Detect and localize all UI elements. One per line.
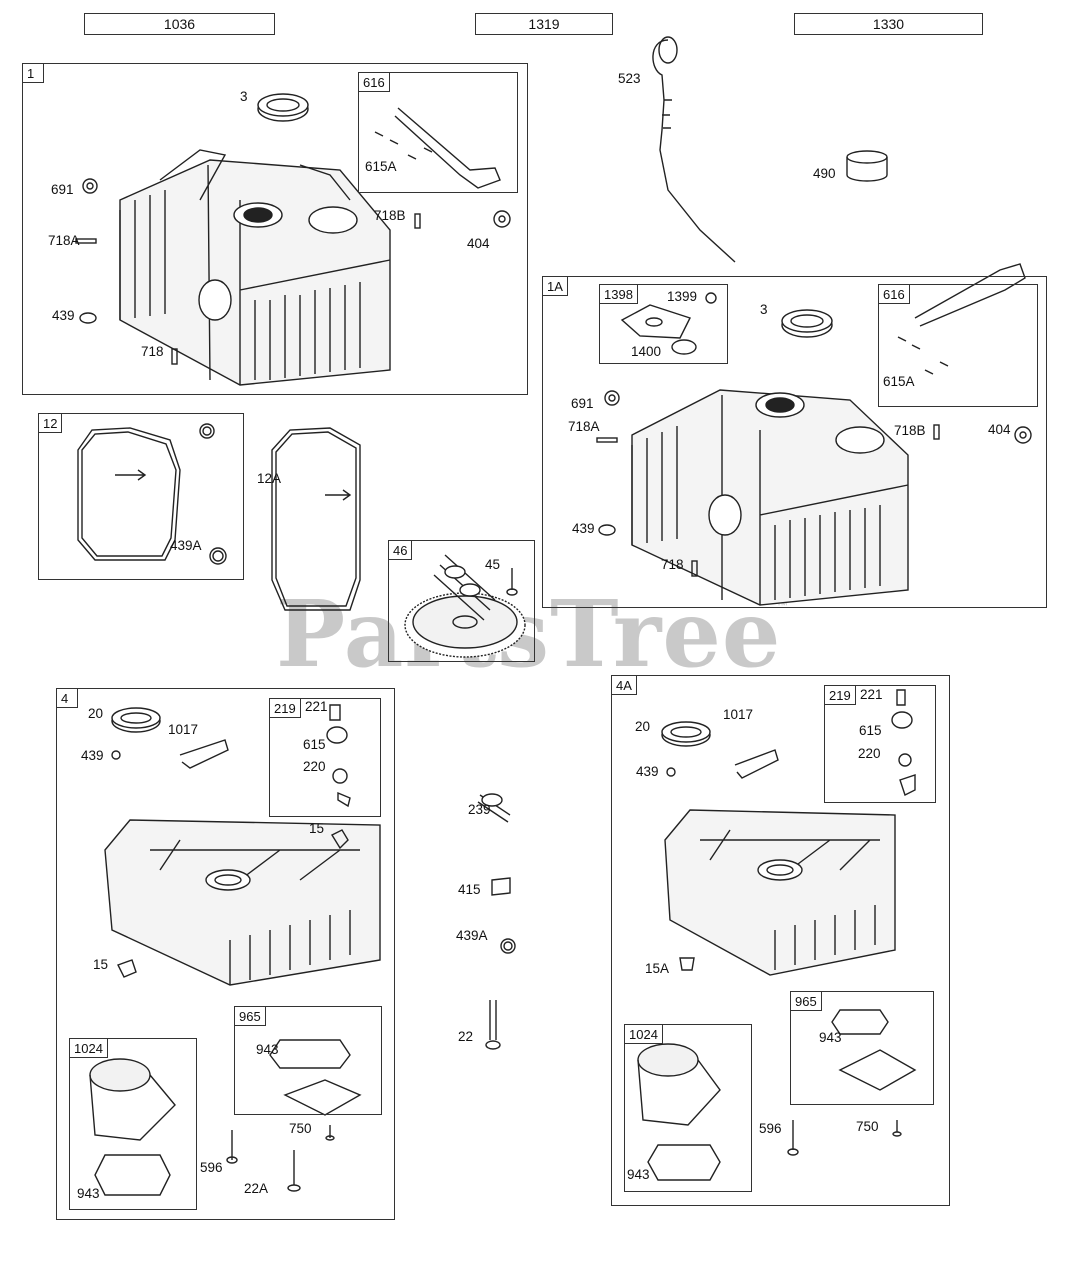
label-45: 45 [485, 557, 501, 572]
label-691-right: 691 [571, 396, 594, 411]
label-490: 490 [813, 166, 836, 181]
label-439-sump-right: 439 [636, 764, 659, 779]
box-1-tag: 1 [22, 63, 44, 83]
box-4-tag: 4 [56, 688, 78, 708]
label-439a-center: 439A [456, 928, 488, 943]
label-943-cover-right: 943 [819, 1030, 842, 1045]
label-439-left: 439 [52, 308, 75, 323]
box-1024-left: 1024 [69, 1038, 197, 1210]
parts-tree-watermark: PartsTree [276, 580, 782, 688]
label-404-left: 404 [467, 236, 490, 251]
box-1024-left-tag: 1024 [69, 1038, 108, 1058]
label-22: 22 [458, 1029, 474, 1044]
label-15-top: 15 [309, 821, 325, 836]
label-20-right: 20 [635, 719, 651, 734]
label-3-right: 3 [760, 302, 768, 317]
label-943-pump-left: 943 [77, 1186, 100, 1201]
label-439-right: 439 [572, 521, 595, 536]
label-718b-left: 718B [374, 208, 406, 223]
label-691-left: 691 [51, 182, 74, 197]
label-718b-right: 718B [894, 423, 926, 438]
box-965-right-tag: 965 [790, 991, 822, 1011]
label-718a-right: 718A [568, 419, 600, 434]
cylinder-block-1a [631, 389, 909, 606]
label-220-right: 220 [858, 746, 881, 761]
label-15a: 15A [645, 961, 670, 976]
label-718-right: 718 [661, 557, 684, 572]
label-1017-right: 1017 [723, 707, 754, 722]
box-616-right-tag: 616 [878, 284, 910, 304]
label-1400: 1400 [631, 344, 662, 359]
label-221-right: 221 [860, 687, 883, 702]
label-943-cover-left: 943 [256, 1042, 279, 1057]
box-4: 4 [56, 688, 395, 1220]
label-239: 239 [468, 802, 491, 817]
label-20-left: 20 [88, 706, 104, 721]
box-1: 1 [22, 63, 528, 395]
box-219-left: 219 [269, 698, 381, 817]
box-965-left: 965 [234, 1006, 382, 1115]
box-1398-tag: 1398 [599, 284, 638, 304]
box-1024-right: 1024 [624, 1024, 752, 1192]
label-3-left: 3 [240, 89, 248, 104]
label-718-left: 718 [141, 344, 164, 359]
box-616-left: 616 [358, 72, 518, 193]
label-615-right: 615 [859, 723, 882, 738]
box-219-right: 219 [824, 685, 936, 803]
box-965-left-tag: 965 [234, 1006, 266, 1026]
label-523: 523 [618, 71, 641, 86]
box-12-tag: 12 [38, 413, 63, 433]
label-750-right: 750 [856, 1119, 879, 1134]
label-15-bottom: 15 [93, 957, 109, 972]
box-219-right-tag: 219 [824, 685, 856, 705]
label-596-left: 596 [200, 1160, 223, 1175]
cylinder-block-1 [119, 149, 391, 386]
box-965-right: 965 [790, 991, 934, 1105]
box-4a-tag: 4A [611, 675, 637, 695]
label-718a-left: 718A [48, 233, 80, 248]
box-616-left-tag: 616 [358, 72, 390, 92]
header-1319: 1319 [475, 13, 613, 35]
label-750-left: 750 [289, 1121, 312, 1136]
label-404-right: 404 [988, 422, 1011, 437]
label-596-right: 596 [759, 1121, 782, 1136]
label-439-sump-left: 439 [81, 748, 104, 763]
label-1017-left: 1017 [168, 722, 199, 737]
box-4a: 4A [611, 675, 950, 1206]
header-1330: 1330 [794, 13, 983, 35]
box-1a: 1A [542, 276, 1047, 608]
box-616-right: 616 [878, 284, 1038, 407]
box-46-tag: 46 [388, 540, 413, 560]
label-220-left: 220 [303, 759, 326, 774]
label-615a-left: 615A [365, 159, 397, 174]
label-1399: 1399 [667, 289, 698, 304]
label-12a: 12A [257, 471, 282, 486]
label-221-left: 221 [305, 699, 328, 714]
label-943-pump-right: 943 [627, 1167, 650, 1182]
label-615-left: 615 [303, 737, 326, 752]
box-1a-tag: 1A [542, 276, 568, 296]
box-1024-right-tag: 1024 [624, 1024, 663, 1044]
box-46: 46 [388, 540, 535, 662]
header-1036: 1036 [84, 13, 275, 35]
box-1398: 1398 [599, 284, 728, 364]
label-22a: 22A [244, 1181, 269, 1196]
box-219-left-tag: 219 [269, 698, 301, 718]
label-415: 415 [458, 882, 481, 897]
label-615a-right: 615A [883, 374, 915, 389]
label-439a-left: 439A [170, 538, 202, 553]
box-12: 12 [38, 413, 244, 580]
